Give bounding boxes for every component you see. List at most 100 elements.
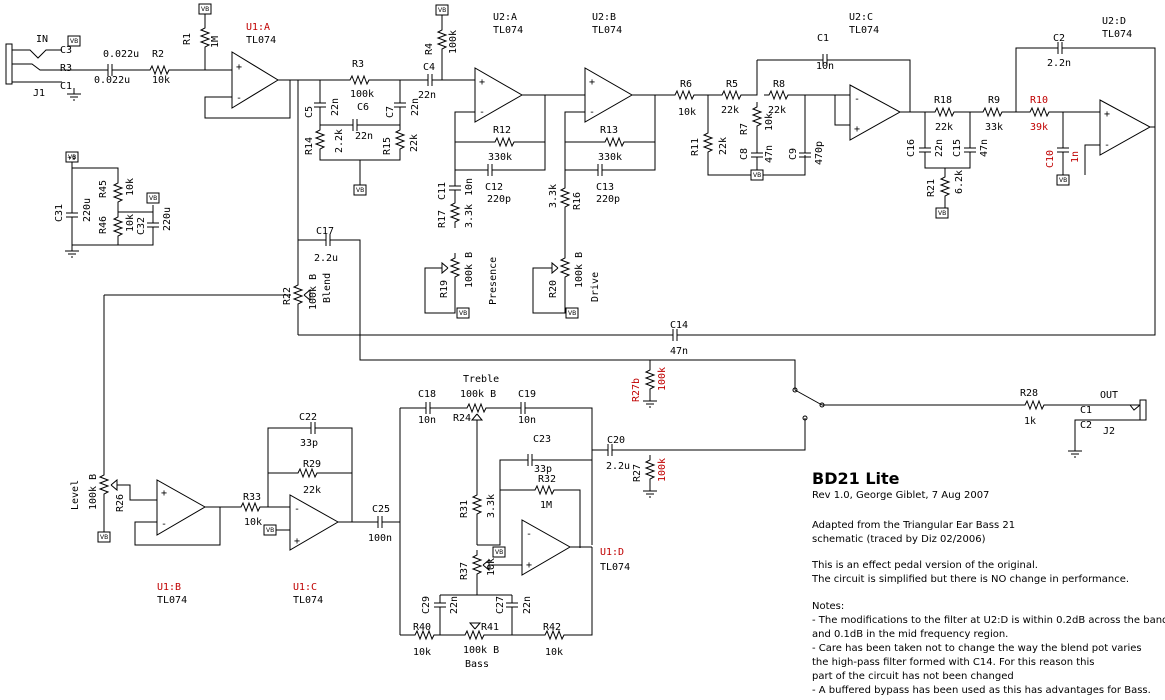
u1b-ref: U1:B xyxy=(157,582,181,593)
r2-value: 10k xyxy=(152,75,170,86)
svg-text:3.3k: 3.3k xyxy=(486,494,497,518)
drive-label: Drive xyxy=(590,272,601,302)
u1c-type: TL074 xyxy=(293,595,323,606)
svg-text:Notes:: Notes: xyxy=(812,601,844,612)
u2d-type: TL074 xyxy=(1102,29,1132,40)
u1c-ref: U1:C xyxy=(293,582,317,593)
svg-text:2.2k: 2.2k xyxy=(334,129,345,153)
svg-text:C14: C14 xyxy=(670,320,688,331)
label-in: IN xyxy=(36,34,48,45)
svg-text:R19: R19 xyxy=(439,280,450,298)
svg-text:R31: R31 xyxy=(459,500,470,518)
u2d-ref: U2:D xyxy=(1102,16,1126,27)
svg-text:R42: R42 xyxy=(543,622,561,633)
svg-text:C4: C4 xyxy=(423,62,435,73)
svg-text:C18: C18 xyxy=(418,389,436,400)
svg-text:22k: 22k xyxy=(303,485,321,496)
svg-text:C16: C16 xyxy=(906,139,917,157)
svg-text:The circuit is simplified but: The circuit is simplified but there is N… xyxy=(811,574,1129,585)
svg-text:R45: R45 xyxy=(98,180,109,198)
svg-text:10k: 10k xyxy=(125,214,136,232)
svg-text:10k: 10k xyxy=(486,558,497,576)
svg-text:part of the circuit has not be: part of the circuit has not been changed xyxy=(812,671,1014,682)
svg-text:+: + xyxy=(1104,109,1110,120)
opamp-u1b: + - U1:B TL074 xyxy=(156,479,207,606)
svg-text:R18: R18 xyxy=(934,95,952,106)
svg-text:C7: C7 xyxy=(385,106,396,118)
svg-text:R10: R10 xyxy=(1030,95,1048,106)
svg-text:+: + xyxy=(854,124,860,135)
u2c-type: TL074 xyxy=(849,25,879,36)
svg-text:22k: 22k xyxy=(935,122,953,133)
svg-text:C20: C20 xyxy=(607,435,625,446)
svg-text:R17: R17 xyxy=(437,210,448,228)
opamp-u2a: + - U2:A TL074 xyxy=(474,12,523,123)
svg-text:+: + xyxy=(479,77,485,88)
svg-text:C27: C27 xyxy=(495,596,506,614)
svg-text:R9: R9 xyxy=(988,95,1000,106)
label-j1: J1 xyxy=(33,88,45,99)
svg-text:33k: 33k xyxy=(985,122,1003,133)
bass-label: Bass xyxy=(465,659,489,670)
svg-text:100k: 100k xyxy=(657,458,668,482)
u2b-type: TL074 xyxy=(592,25,622,36)
svg-text:22n: 22n xyxy=(330,98,341,116)
svg-text:C8: C8 xyxy=(739,148,750,160)
doc-title: BD21 Lite xyxy=(812,469,900,488)
svg-text:schematic (traced by Diz 02/20: schematic (traced by Diz 02/2006) xyxy=(812,534,986,545)
svg-text:22n: 22n xyxy=(449,596,460,614)
presence-label: Presence xyxy=(488,257,499,305)
svg-text:22k: 22k xyxy=(718,137,729,155)
svg-text:- The modifications to the fil: - The modifications to the filter at U2:… xyxy=(812,615,1165,626)
label-out: OUT xyxy=(1100,390,1118,401)
svg-text:Adapted from the Triangular Ea: Adapted from the Triangular Ear Bass 21 xyxy=(812,520,1015,531)
svg-text:R26: R26 xyxy=(115,494,126,512)
svg-text:C1: C1 xyxy=(60,81,72,92)
svg-text:100k B: 100k B xyxy=(460,389,496,400)
opamp-u2d: + - U2:D TL074 xyxy=(1099,16,1152,156)
svg-text:C12: C12 xyxy=(485,182,503,193)
svg-text:220p: 220p xyxy=(487,194,511,205)
svg-text:22n: 22n xyxy=(934,139,945,157)
svg-text:the high-pass filter formed wi: the high-pass filter formed with C14. Fo… xyxy=(812,657,1094,668)
svg-text:R27: R27 xyxy=(632,464,643,482)
svg-text:2.2u: 2.2u xyxy=(314,253,338,264)
u1a-type: TL074 xyxy=(246,35,276,46)
svg-text:10k: 10k xyxy=(244,517,262,528)
svg-text:-: - xyxy=(589,107,595,118)
svg-text:-: - xyxy=(161,519,167,530)
svg-text:+: + xyxy=(161,488,167,499)
svg-text:220u: 220u xyxy=(82,198,93,222)
svg-text:10k: 10k xyxy=(545,647,563,658)
svg-text:R11: R11 xyxy=(690,138,701,156)
svg-text:47n: 47n xyxy=(670,346,688,357)
svg-text:C3: C3 xyxy=(60,45,72,56)
svg-text:100k B: 100k B xyxy=(574,252,585,288)
svg-text:R41: R41 xyxy=(481,622,499,633)
svg-text:47n: 47n xyxy=(979,139,990,157)
svg-text:R1: R1 xyxy=(182,33,193,45)
svg-text:C13: C13 xyxy=(596,182,614,193)
svg-text:3.3k: 3.3k xyxy=(548,184,559,208)
u1b-type: TL074 xyxy=(157,595,187,606)
svg-text:100k: 100k xyxy=(350,89,374,100)
svg-text:10k: 10k xyxy=(125,178,136,196)
svg-text:+: + xyxy=(589,77,595,88)
svg-text:100k: 100k xyxy=(657,367,668,391)
svg-text:-: - xyxy=(479,107,485,118)
svg-text:and 0.1dB in the mid frequency: and 0.1dB in the mid frequency region. xyxy=(812,629,1008,640)
svg-text:R21: R21 xyxy=(926,179,937,197)
svg-text:100n: 100n xyxy=(368,533,392,544)
svg-text:C22: C22 xyxy=(299,412,317,423)
svg-text:C5: C5 xyxy=(304,106,315,118)
opamp-u2c: - + U2:C TL074 xyxy=(849,12,902,141)
u1d-ref: U1:D xyxy=(600,547,624,558)
svg-text:C17: C17 xyxy=(316,226,334,237)
svg-text:C1: C1 xyxy=(1080,405,1092,416)
opamp-u2b: + - U2:B TL074 xyxy=(584,12,634,123)
u2a-ref: U2:A xyxy=(493,12,517,23)
svg-text:C29: C29 xyxy=(421,596,432,614)
input-jack-j1: IN C3 R3 C1 J1 xyxy=(5,34,82,101)
opamp-u1c: - + U1:C TL074 xyxy=(289,494,340,606)
svg-text:R7: R7 xyxy=(739,123,750,135)
